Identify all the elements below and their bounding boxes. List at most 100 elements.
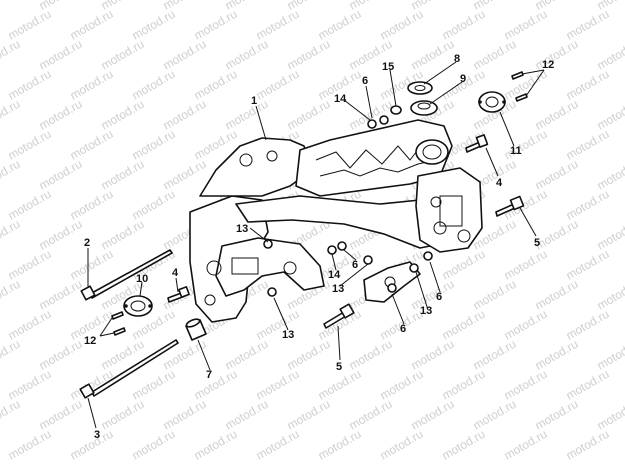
small-bolt-left: [167, 286, 190, 303]
watermark-text: motod.ru: [409, 37, 457, 73]
callout-12-right: 12: [542, 59, 554, 71]
callout-13-mid: 13: [332, 283, 344, 295]
callout-15: 15: [382, 61, 394, 73]
watermark-text: motod.ru: [37, 157, 85, 193]
bolt-5-bottom: [323, 303, 355, 329]
watermark-text: motod.ru: [440, 7, 488, 43]
watermark-text: motod.ru: [6, 127, 54, 163]
watermark-text: motod.ru: [595, 97, 625, 133]
watermark-text: motod.ru: [595, 157, 625, 193]
leader-lines: [87, 61, 545, 429]
sleeve-part: [185, 318, 207, 341]
watermark-text: motod.ru: [285, 97, 333, 133]
watermark-text: motod.ru: [68, 187, 116, 223]
watermark-text: motod.ru: [502, 367, 550, 403]
watermark-text: motod.ru: [130, 67, 178, 103]
watermark-text: motod.ru: [378, 7, 426, 43]
watermark-text: motod.ru: [130, 427, 178, 463]
watermark-text: motod.ru: [471, 37, 519, 73]
main-frame-part: [189, 119, 483, 323]
watermark-text: motod.ru: [471, 337, 519, 373]
watermark-text: motod.ru: [533, 157, 581, 193]
screws-left: [111, 311, 126, 336]
callout-4-left: 4: [172, 267, 179, 279]
nut-washer-set: [263, 105, 433, 297]
watermark-text: motod.ru: [68, 427, 116, 463]
watermark-text: motod.ru: [68, 7, 116, 43]
watermark-text: motod.ru: [6, 247, 54, 283]
watermark-text: motod.ru: [409, 397, 457, 433]
watermark-text: motod.ru: [37, 217, 85, 253]
callout-14-top: 14: [334, 93, 347, 105]
flange-left: [123, 295, 153, 317]
watermark-text: motod.ru: [6, 67, 54, 103]
watermark-text: motod.ru: [6, 427, 54, 463]
watermark-text: motod.ru: [595, 397, 625, 433]
watermark-text: motod.ru: [440, 367, 488, 403]
watermark-text: motod.ru: [502, 247, 550, 283]
bolt-5-right: [495, 195, 525, 217]
watermark-text: motod.ru: [161, 397, 209, 433]
callout-5-right: 5: [534, 237, 540, 249]
watermark-text: motod.ru: [0, 157, 23, 193]
callout-6-top: 6: [362, 75, 368, 87]
watermark-text: motod.ru: [99, 37, 147, 73]
watermark-text: motod.ru: [595, 217, 625, 253]
watermark-text: motod.ru: [409, 277, 457, 313]
callout-13-right: 13: [420, 305, 432, 317]
watermark-text: motod.ru: [37, 97, 85, 133]
watermark-text: motod.ru: [440, 247, 488, 283]
watermark-text: motod.ru: [471, 397, 519, 433]
callout-9: 9: [460, 73, 466, 85]
watermark-text: motod.ru: [564, 7, 612, 43]
watermark-text: motod.ru: [130, 7, 178, 43]
callout-2: 2: [84, 237, 90, 249]
watermark-text: motod.ru: [471, 277, 519, 313]
callout-4-right: 4: [496, 177, 503, 189]
watermark-text: motod.ru: [192, 427, 240, 463]
watermark-text: motod.ru: [192, 7, 240, 43]
watermark-text: motod.ru: [564, 67, 612, 103]
callout-3: 3: [94, 429, 100, 441]
watermark-text: motod.ru: [161, 337, 209, 373]
watermark-text: motod.ru: [254, 7, 302, 43]
callout-6-mid: 6: [352, 259, 358, 271]
watermark-text: motod.ru: [378, 427, 426, 463]
watermark-text: motod.ru: [440, 427, 488, 463]
watermark-text: motod.ru: [99, 217, 147, 253]
long-bolt-upper: [80, 249, 173, 301]
watermark-text: motod.ru: [223, 337, 271, 373]
watermark-text: motod.ru: [409, 337, 457, 373]
watermark-text: motod.ru: [37, 397, 85, 433]
watermark-text: motod.ru: [99, 397, 147, 433]
watermark-text: motod.ru: [254, 367, 302, 403]
watermark-text: motod.ru: [595, 37, 625, 73]
watermark-text: motod.ru: [0, 0, 23, 13]
watermark-text: motod.ru: [223, 397, 271, 433]
watermark-text: motod.ru: [37, 37, 85, 73]
watermark-text: motod.ru: [6, 7, 54, 43]
washer-part: [407, 81, 433, 95]
callout-1: 1: [251, 95, 257, 107]
callout-11: 11: [510, 145, 522, 157]
watermark-text: motod.ru: [316, 7, 364, 43]
watermark-text: motod.ru: [347, 397, 395, 433]
watermark-text: motod.ru: [502, 7, 550, 43]
screws-right: [511, 71, 528, 102]
watermark-text: motod.ru: [130, 187, 178, 223]
watermark-text: motod.ru: [533, 337, 581, 373]
callout-12-left: 12: [84, 335, 96, 347]
watermark-text: motod.ru: [254, 427, 302, 463]
watermark-text: motod.ru: [533, 397, 581, 433]
watermark-text: motod.ru: [37, 277, 85, 313]
watermark-text: motod.ru: [99, 97, 147, 133]
watermark-text: motod.ru: [161, 97, 209, 133]
watermark-text: motod.ru: [223, 37, 271, 73]
watermark-text: motod.ru: [0, 337, 23, 373]
watermark-text: motod.ru: [68, 67, 116, 103]
watermark-text: motod.ru: [533, 97, 581, 133]
watermark-text: motod.ru: [347, 337, 395, 373]
watermark-text: motod.ru: [161, 157, 209, 193]
